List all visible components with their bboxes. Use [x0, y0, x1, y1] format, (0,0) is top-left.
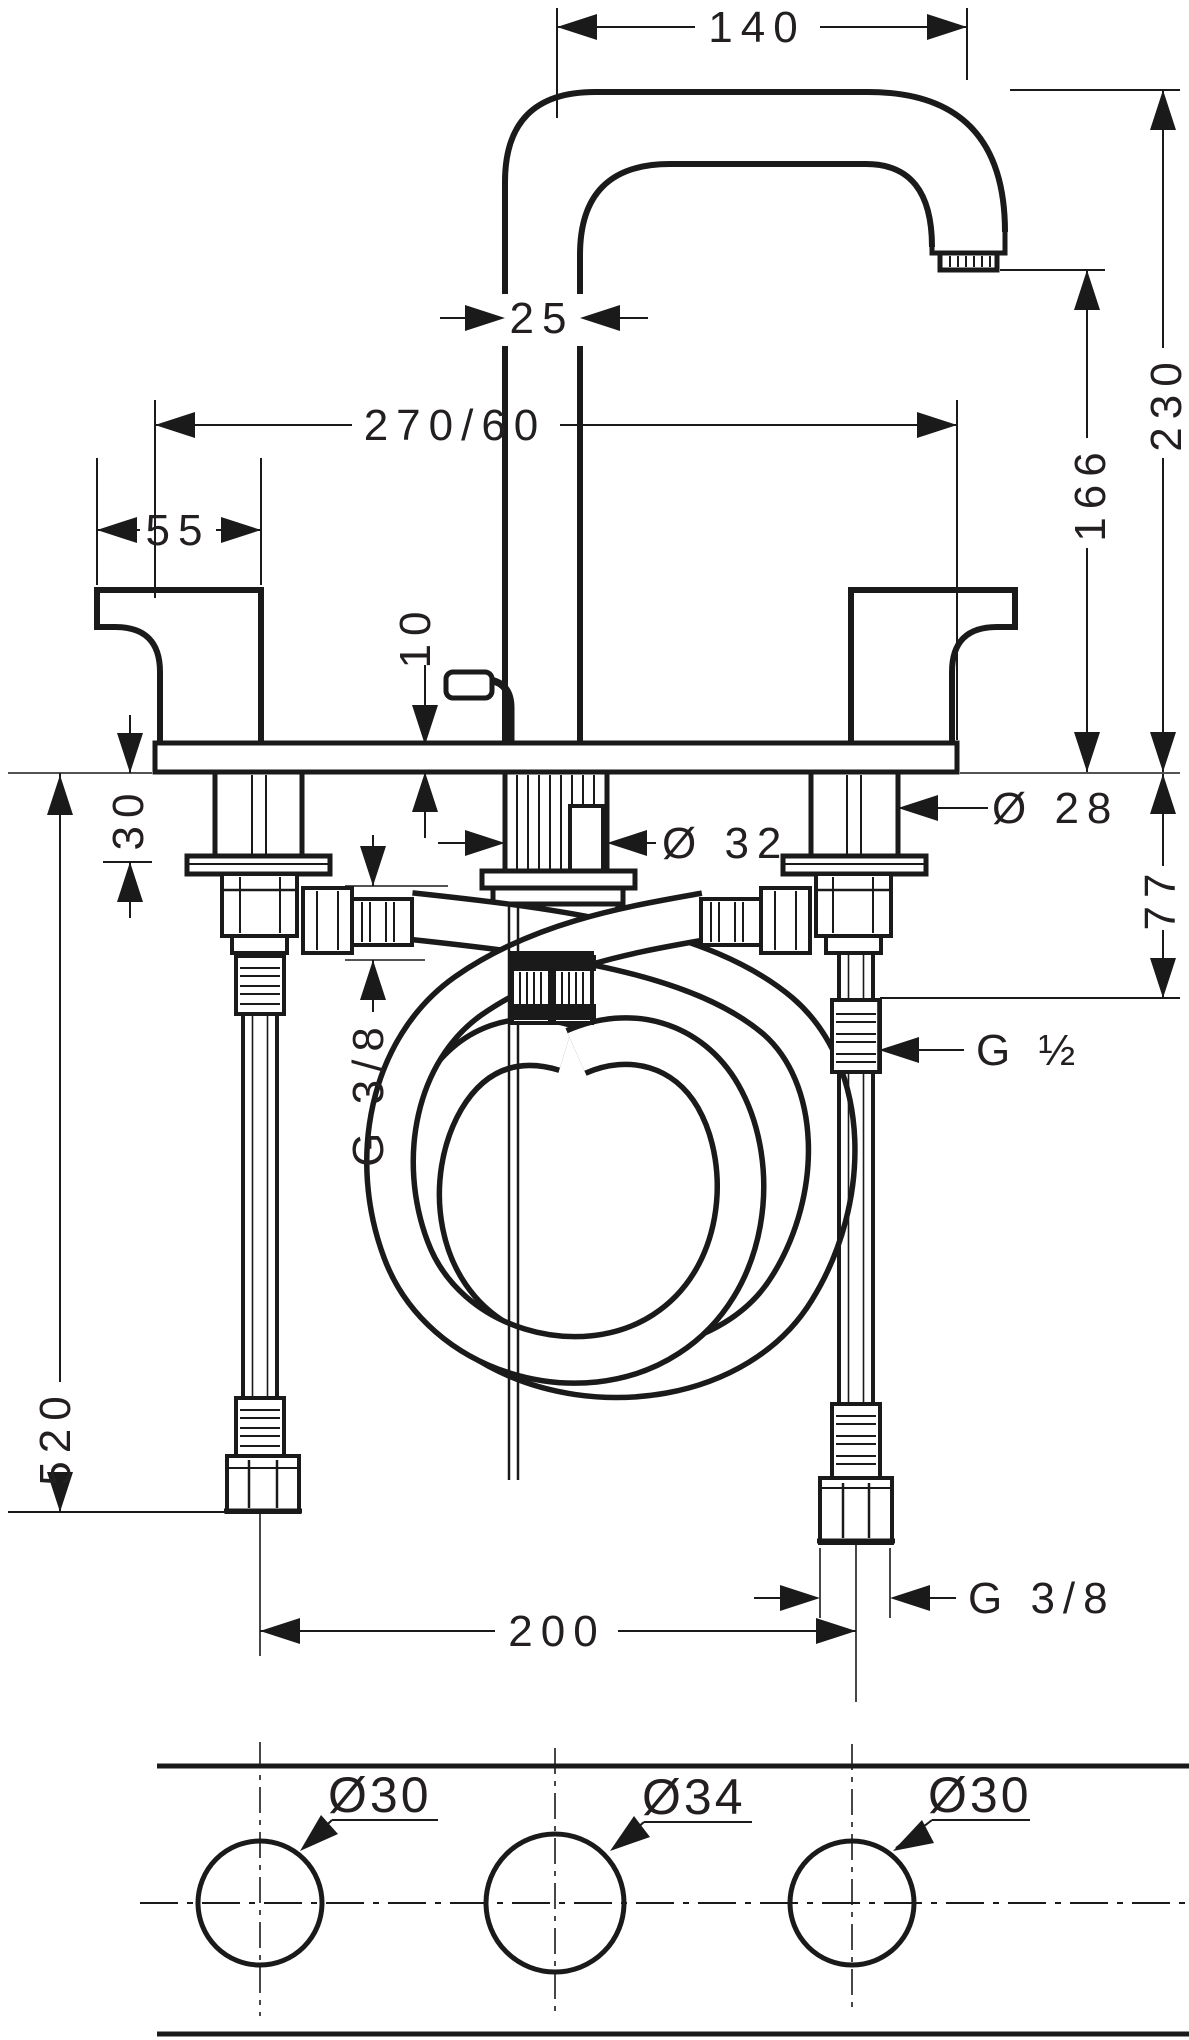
- spout: [502, 89, 1008, 743]
- dimension-shank-thread: G ½: [877, 1002, 1083, 1075]
- dim-label-10: 10: [391, 604, 440, 669]
- dim-label-270-60: 270/60: [364, 401, 547, 450]
- right-valve-body: [814, 872, 893, 938]
- left-pipe-nut: [225, 1454, 301, 1514]
- hole-layout-plan: Ø30 Ø34 Ø30: [140, 1742, 1189, 2037]
- aerator-texture: [949, 256, 991, 267]
- dimension-total-height: 230: [1010, 89, 1189, 772]
- connection-hoses: [364, 890, 858, 1401]
- left-hose-nut: [301, 886, 354, 955]
- dim-label-166: 166: [1066, 444, 1115, 541]
- dimension-outlet-height: 166: [1000, 269, 1115, 772]
- hose-right-fill: [369, 895, 761, 1381]
- riser-collar-upper: [479, 868, 638, 891]
- dim-label-o28: Ø 28: [992, 784, 1119, 833]
- dim-label-25: 25: [510, 294, 575, 343]
- right-handle-outline: [848, 587, 1018, 743]
- spout-outer-outline: [502, 89, 1008, 743]
- dim-label-g38-bottom: G 3/8: [968, 1574, 1116, 1623]
- dim-label-200: 200: [508, 1607, 605, 1656]
- center-fitting-left-band-top: [508, 955, 554, 971]
- right-valve-taper: [824, 934, 883, 955]
- dim-label-g38-left: G 3/8: [344, 1019, 393, 1167]
- right-pipe-top-crimp: [830, 998, 882, 1074]
- left-valve-body: [220, 872, 299, 938]
- mounting-plate: [152, 740, 960, 775]
- right-valve-assembly: [699, 769, 929, 955]
- dimension-base-width: 270/60: [154, 400, 958, 740]
- center-fitting-left-band-bottom: [508, 1004, 554, 1020]
- dim-label-o32: Ø 32: [662, 819, 789, 868]
- riser-side-tab: [568, 804, 605, 873]
- dimension-handle-length: 55: [96, 458, 262, 585]
- dim-label-g12: G ½: [976, 1026, 1083, 1075]
- dimension-deck-thickness: 30: [103, 715, 153, 918]
- label-hole-right: Ø30: [928, 1767, 1032, 1823]
- dimension-shank-diameter: Ø 28: [898, 784, 1119, 833]
- hose-left-fill: [395, 895, 853, 1395]
- dimension-spout-pipe: 25: [440, 294, 648, 346]
- right-supply-pipe: [817, 953, 895, 1545]
- dim-label-140: 140: [708, 3, 805, 52]
- spout-aerator-step: [929, 232, 1008, 256]
- dimension-plate-thickness: 10: [391, 604, 440, 838]
- center-fitting-right-band-bottom: [550, 1004, 596, 1020]
- dimension-hole-spacing: 200: [259, 1514, 857, 1702]
- dim-label-520: 520: [31, 1388, 80, 1485]
- hole-left-label: Ø30: [300, 1767, 438, 1851]
- dimension-supply-thread: G 3/8: [754, 1548, 1116, 1623]
- center-fitting-right-band-top: [550, 955, 596, 971]
- label-hole-center: Ø34: [642, 1769, 746, 1825]
- dim-label-230: 230: [1142, 354, 1189, 451]
- left-shank: [212, 769, 305, 861]
- dimension-spout-reach: 140: [556, 3, 968, 118]
- spout-inner-outline: [577, 161, 935, 743]
- hole-right-circle: [787, 1838, 917, 1968]
- left-handle-outline: [94, 587, 264, 743]
- popup-knob: [443, 669, 515, 743]
- dim-label-30: 30: [104, 786, 153, 851]
- spout-aerator-body: [937, 253, 1000, 273]
- dimension-center-diameter: Ø 32: [438, 819, 789, 868]
- plate-outline: [152, 740, 960, 775]
- popup-knob-rod: [489, 676, 515, 743]
- label-hole-left: Ø30: [328, 1767, 432, 1823]
- hole-center-circle: [483, 1831, 627, 1975]
- hole-right-label: Ø30: [893, 1767, 1032, 1851]
- left-handle: [94, 587, 264, 743]
- hole-center-label: Ø34: [610, 1769, 752, 1851]
- dimension-below-deck-height: 77: [880, 774, 1185, 999]
- right-hose-nut: [759, 886, 812, 955]
- right-handle: [848, 587, 1018, 743]
- right-shank: [808, 769, 901, 861]
- hole-left-circle: [195, 1838, 325, 1968]
- center-hose-fittings: [508, 951, 596, 1025]
- left-valve-assembly: [184, 769, 414, 955]
- dimension-hose-thread: G 3/8: [344, 835, 448, 1167]
- dimension-hose-length: 520: [8, 773, 232, 1513]
- left-supply-pipe: [224, 953, 302, 1514]
- popup-knob-cap: [443, 669, 495, 701]
- left-valve-taper: [230, 934, 289, 955]
- riser-collar-lower: [490, 885, 626, 907]
- dim-label-77: 77: [1136, 866, 1185, 931]
- dim-label-55: 55: [146, 506, 211, 555]
